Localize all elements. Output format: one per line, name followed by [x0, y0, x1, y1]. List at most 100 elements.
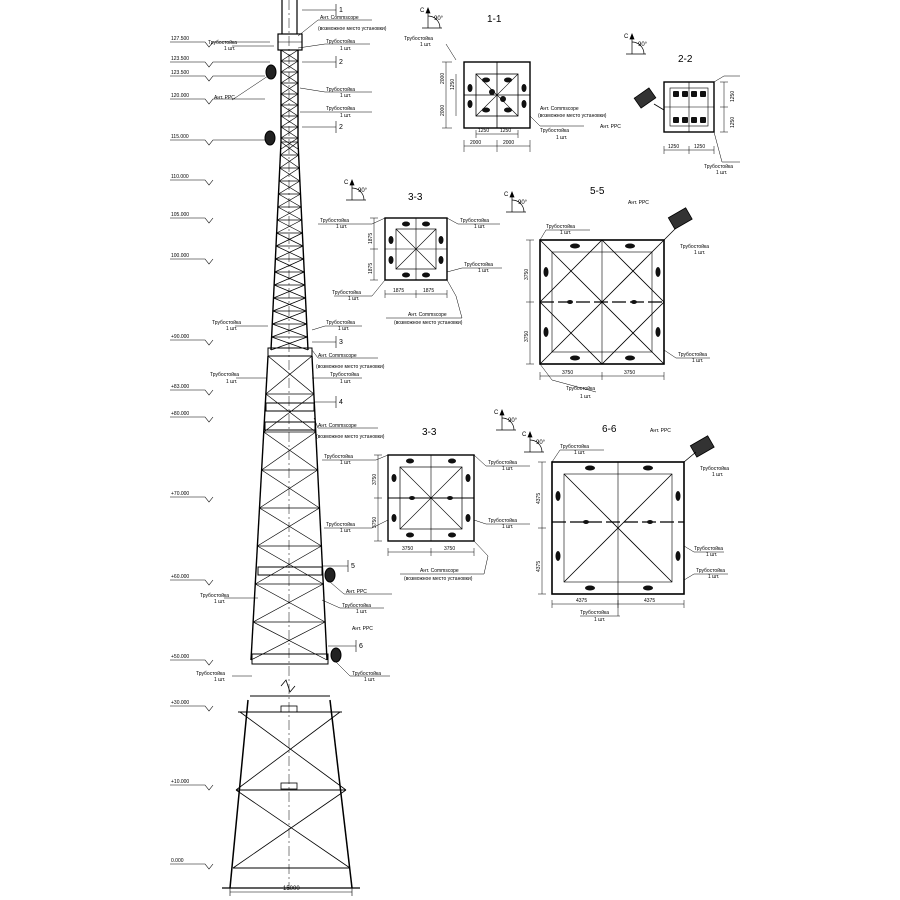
- dim-label: 4375: [576, 598, 587, 604]
- callout-tube: Трубостойка: [324, 453, 353, 460]
- dim-label: 1875: [368, 233, 374, 244]
- level-labels: 127.500 123.500 123.500 120.000 115.000 …: [171, 36, 189, 864]
- section-1-1-labels: 1-1 2000 2000 1250 1250 2000 2000 1250 Т…: [404, 14, 607, 146]
- callout-tube: Трубостойка: [210, 371, 239, 378]
- callout-note: (возможное место установки): [316, 434, 385, 440]
- callout-tube: Трубостойка: [212, 319, 241, 326]
- callout-qty: 1 шт.: [364, 677, 375, 683]
- callout-tube: Трубостойка: [546, 223, 575, 230]
- callout-qty: 1 шт.: [336, 224, 347, 230]
- dim-label: 1875: [423, 288, 434, 294]
- dim-label: 2000: [440, 73, 446, 84]
- callout-tube: Трубостойка: [352, 670, 381, 677]
- callout-qty: 1 шт.: [708, 574, 719, 580]
- tower-callout-labels: Ант. Commscope (возможное место установк…: [196, 15, 387, 683]
- section-3-3-lower: [322, 454, 530, 575]
- callout-qty: 1 шт.: [574, 450, 585, 456]
- tower-antennas: [264, 64, 342, 663]
- section-title: 3-3: [422, 427, 437, 438]
- callout-tube: Трубостойка: [326, 86, 355, 93]
- dim-label: 1250: [450, 79, 456, 90]
- dim-label: 1250: [478, 128, 489, 134]
- callout-tube: Трубостойка: [326, 105, 355, 112]
- level-label: +80.000: [171, 411, 189, 417]
- north-arrow-icon: C90°: [494, 409, 518, 431]
- callout-tube: Трубостойка: [560, 443, 589, 450]
- level-label: 127.500: [171, 36, 189, 42]
- dim-label: 3750: [624, 370, 635, 376]
- dim-label: 1250: [730, 91, 736, 102]
- callout-qty: 1 шт.: [712, 472, 723, 478]
- angle-label: 90°: [536, 440, 546, 446]
- break-symbol: [280, 679, 296, 693]
- dim-label: 1250: [668, 144, 679, 150]
- level-label: +60.000: [171, 574, 189, 580]
- callout-tube: Трубостойка: [540, 127, 569, 134]
- callout-qty: 1 шт.: [692, 358, 703, 364]
- tower-section-marks: [302, 4, 357, 652]
- tower-mark: 2: [339, 59, 343, 66]
- callout-tube: Трубостойка: [680, 243, 709, 250]
- callout-qty: 1 шт.: [340, 528, 351, 534]
- section-1-1: [442, 43, 584, 152]
- callout-qty: 1 шт.: [560, 230, 571, 236]
- dim-label: 3750: [524, 331, 530, 342]
- section-5-5-labels: 5-5 3750 3750 3750 3750 Трубостойка 1 шт…: [524, 186, 709, 400]
- callout-tube: Трубостойка: [678, 351, 707, 358]
- callout-note: (возможное место установки): [394, 320, 463, 326]
- callout-qty: 1 шт.: [214, 677, 225, 683]
- callout-tube: Трубостойка: [326, 38, 355, 45]
- callout-tube: Трубостойка: [464, 261, 493, 268]
- callout-note: (возможное место установки): [404, 576, 473, 582]
- callout-qty: 1 шт.: [716, 170, 727, 176]
- callout-tube: Трубостойка: [330, 371, 359, 378]
- dim-label: 3750: [524, 269, 530, 280]
- section-2-2: [633, 75, 740, 163]
- callout-qty: 1 шт.: [502, 524, 513, 530]
- level-label: +90.000: [171, 334, 189, 340]
- callout-qty: 1 шт.: [478, 268, 489, 274]
- north-label: C: [522, 432, 527, 438]
- section-title: 2-2: [678, 54, 693, 65]
- tower-mark: 1: [339, 7, 343, 14]
- callout-tube: Трубостойка: [696, 567, 725, 574]
- angle-label: 90°: [508, 418, 518, 424]
- tower: [222, 0, 360, 890]
- callout-tube: Трубостойка: [326, 521, 355, 528]
- angle-label: 90°: [358, 188, 368, 194]
- callout-qty: 1 шт.: [556, 135, 567, 141]
- north-arrow-icon: C 90°: [344, 179, 368, 201]
- dim-label: 3750: [402, 546, 413, 552]
- callout-ant: Ант. РРС: [600, 124, 621, 130]
- section-title: 3-3: [408, 192, 423, 203]
- section-title: 5-5: [590, 186, 605, 197]
- north-arrow-icon: C90°: [624, 33, 648, 55]
- rrs-antenna-icon: [633, 87, 657, 109]
- callout-note: (возможное место установки): [316, 364, 385, 370]
- callout-tube: Трубостойка: [200, 592, 229, 599]
- rrs-antenna-icon: [265, 64, 277, 80]
- angle-label: 90°: [518, 200, 528, 206]
- base-dimension-label: 15000: [283, 886, 300, 892]
- section-title: 6-6: [602, 424, 617, 435]
- callout-qty: 1 шт.: [594, 617, 605, 623]
- callout-qty: 1 шт.: [340, 113, 351, 119]
- tower-callouts: [224, 19, 392, 677]
- base-dimension: [229, 886, 353, 896]
- callout-qty: 1 шт.: [580, 394, 591, 400]
- tower-mark: 5: [351, 563, 355, 570]
- level-label: 115.000: [171, 134, 189, 140]
- north-label: C: [344, 180, 349, 186]
- callout-qty: 1 шт.: [340, 379, 351, 385]
- level-label: +30.000: [171, 700, 189, 706]
- north-arrow-icon: C 90°: [522, 431, 546, 453]
- callout-ant: Ант. Commscope: [408, 312, 447, 318]
- callout-qty: 1 шт.: [706, 552, 717, 558]
- angle-label: 90°: [638, 42, 648, 48]
- level-marks: [170, 41, 270, 870]
- callout-qty: 1 шт.: [226, 379, 237, 385]
- dim-label: 4375: [536, 493, 542, 504]
- dim-label: 2000: [503, 140, 514, 146]
- callout-qty: 1 шт.: [340, 93, 351, 99]
